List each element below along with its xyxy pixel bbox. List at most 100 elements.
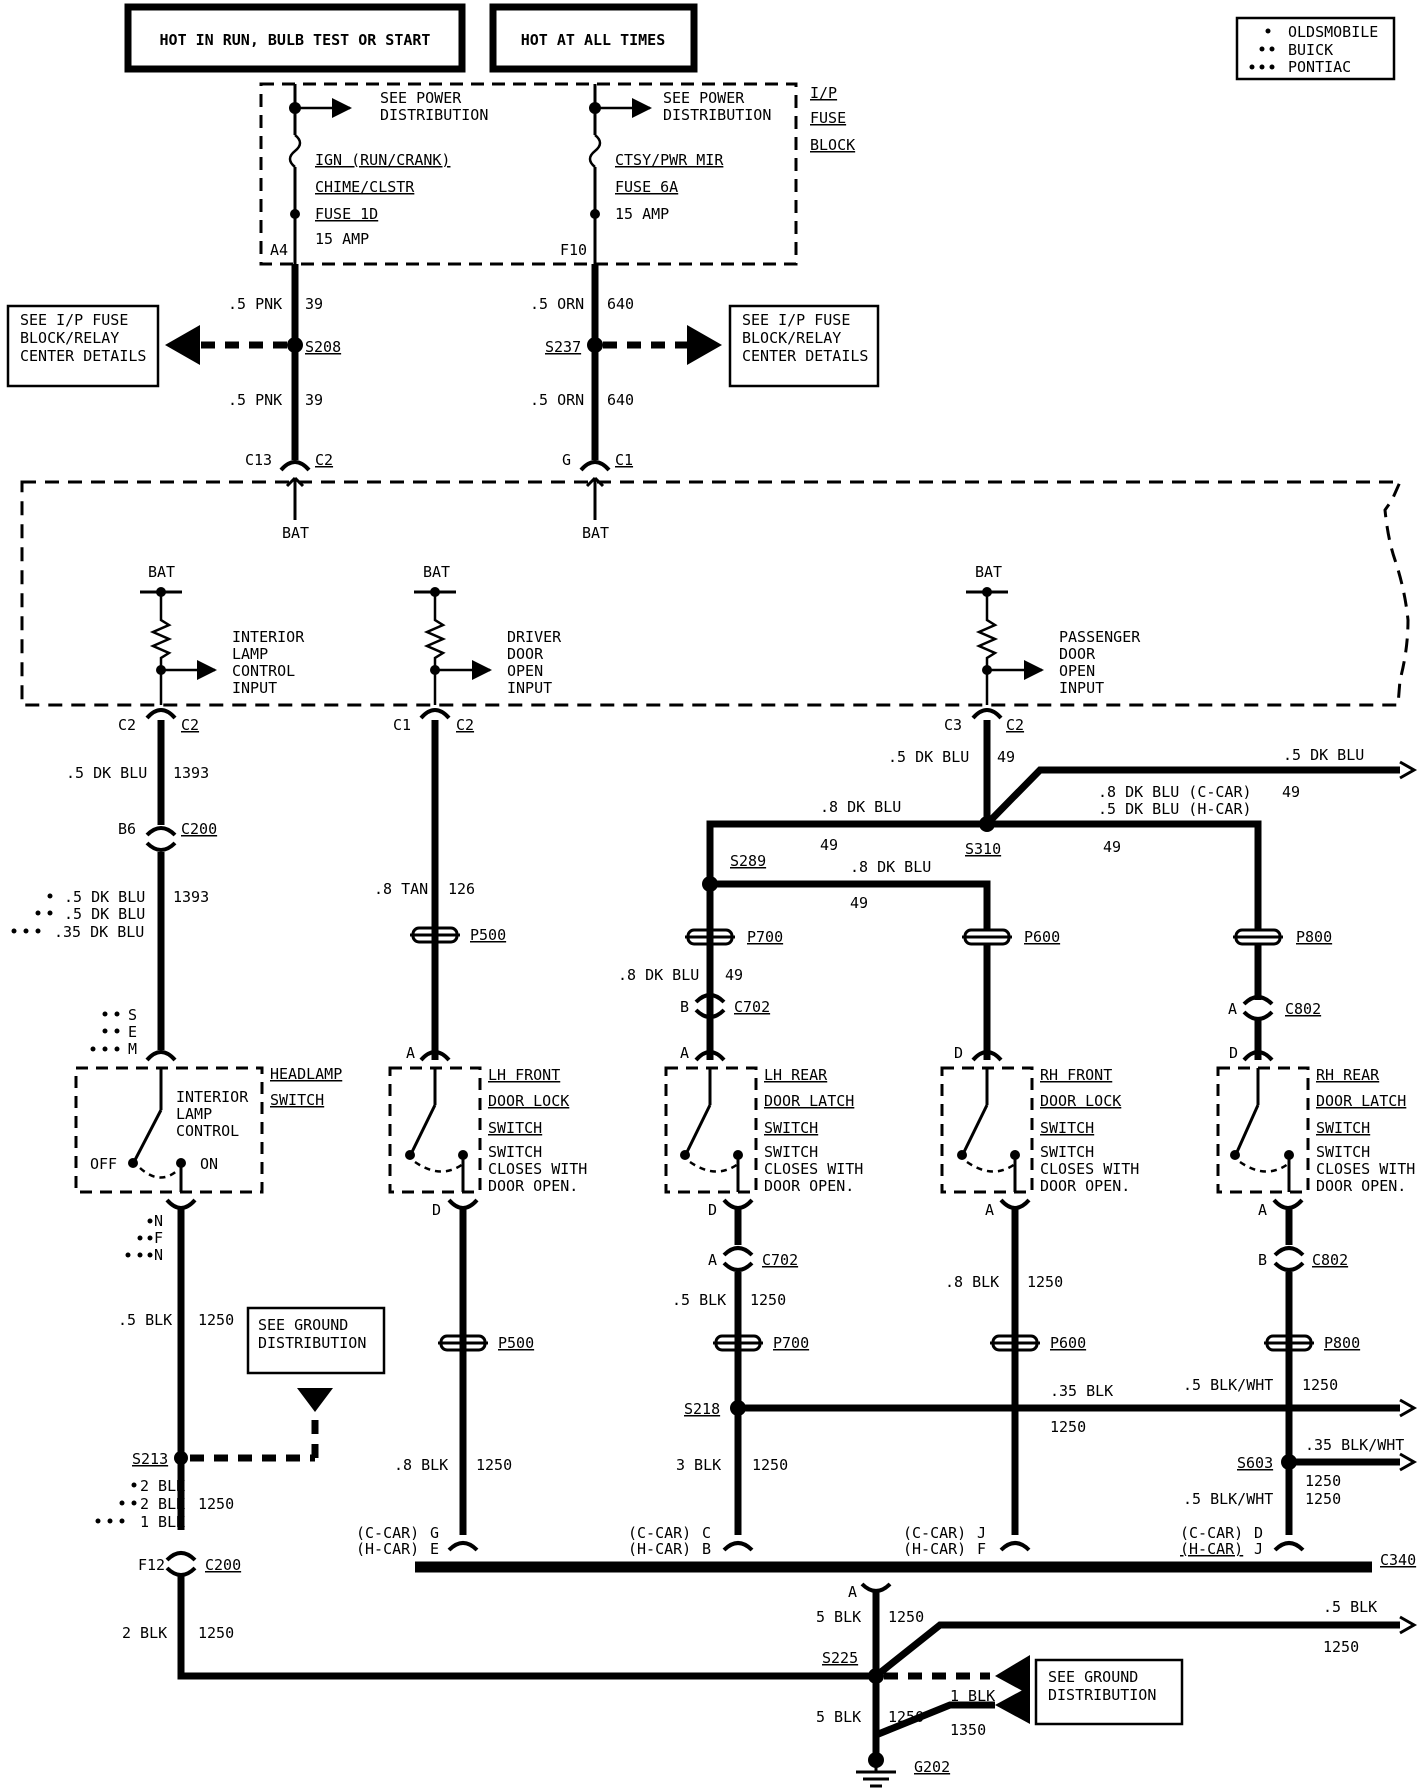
see-power-left-2: DISTRIBUTION: [380, 106, 488, 124]
wire-blk-left: .5 BLK: [118, 1311, 172, 1329]
wire-1250-out: 1250: [1323, 1638, 1359, 1656]
headlamp-switch-2: SWITCH: [270, 1091, 324, 1109]
headlamp-switch-1: HEADLAMP: [270, 1065, 342, 1083]
see-ground-top-1: SEE GROUND: [258, 1316, 348, 1334]
wire-49-e: 49: [850, 894, 868, 912]
lhr-title-2: DOOR LATCH: [764, 1092, 854, 1110]
wire-ccar: .8 DK BLU (C-CAR): [1098, 783, 1252, 801]
pin-s: S: [128, 1006, 137, 1024]
pin-d-rhf: D: [954, 1044, 963, 1062]
interior-input-circuit: BAT INTERIOR LAMP CONTROL INPUT: [140, 563, 305, 705]
pin-a-lhf: A: [406, 1044, 415, 1062]
wire-1blk: 1 BLK: [950, 1687, 995, 1705]
pin-c1: C1: [393, 716, 411, 734]
pin-c2-c: C2: [456, 716, 474, 734]
splice-s289: S289: [730, 852, 766, 870]
pin-c2-b: C2: [181, 716, 199, 734]
wire-1393-b: 1393: [173, 888, 209, 906]
alt-blk-2: 2 BLK: [140, 1495, 185, 1513]
wire-1250-h: 1250: [888, 1608, 924, 1626]
interior-control-1: INTERIOR: [176, 1088, 249, 1106]
splice-s218: S218: [684, 1400, 720, 1418]
driver-input-2: DOOR: [507, 645, 544, 663]
see-ground-bottom-1: SEE GROUND: [1048, 1668, 1138, 1686]
fuse-left-line-3: FUSE 1D: [315, 205, 378, 223]
ground-g202: G202: [914, 1758, 950, 1776]
rhr-note-2: CLOSES WITH: [1316, 1160, 1415, 1178]
pin-n-b: N: [154, 1246, 163, 1264]
pin-d-lhr: D: [708, 1201, 717, 1219]
pin-e: E: [128, 1023, 137, 1041]
see-power-right-1: SEE POWER: [663, 89, 745, 107]
c340-p2-b: B: [702, 1540, 711, 1558]
interior-input-3: CONTROL: [232, 662, 295, 680]
fuse-block-label-1: I/P: [810, 84, 837, 102]
rhf-note-2: CLOSES WITH: [1040, 1160, 1139, 1178]
splice-s237: S237: [545, 338, 581, 356]
c340-p4-b: J: [1254, 1540, 1263, 1558]
alt-wire-3: .35 DK BLU: [54, 923, 144, 941]
wire-1250-b: 1250: [750, 1291, 786, 1309]
wire-dkblu-out: .5 DK BLU: [1283, 746, 1364, 764]
bat-label-2: BAT: [582, 524, 609, 542]
passenger-input-3: OPEN: [1059, 662, 1095, 680]
c340-p1-a: G: [430, 1524, 439, 1542]
lhr-note-1: SWITCH: [764, 1143, 818, 1161]
pin-a-c702b: A: [708, 1251, 717, 1269]
legend-box: OLDSMOBILE BUICK PONTIAC: [1235, 16, 1396, 81]
lhf-note-1: SWITCH: [488, 1143, 542, 1161]
c340-hcar-1: (H-CAR): [356, 1540, 419, 1558]
p500-bottom: P500: [498, 1334, 534, 1352]
lh-rear-switch: A LH REAR DOOR LATCH SWITCH SWITCH CLOSE…: [664, 1044, 1418, 1535]
interior-input-1: INTERIOR: [232, 628, 305, 646]
pin-f: F: [154, 1229, 163, 1247]
fuse-left-line-4: 15 AMP: [315, 230, 369, 248]
wire-1250-d: 1250: [1027, 1273, 1063, 1291]
wire-pnk-bottom: .5 PNK: [228, 391, 282, 409]
wire-1250-left-b: 1250: [198, 1495, 234, 1513]
c340-hcar-2: (H-CAR): [628, 1540, 691, 1558]
fuse-block-label-2: FUSE: [810, 109, 846, 127]
c340-p3-a: J: [977, 1524, 986, 1542]
c340-ccar-3: (C-CAR): [903, 1524, 966, 1542]
wire-1393-a: 1393: [173, 764, 209, 782]
wire-1250-s218: 1250: [1050, 1418, 1086, 1436]
rhf-note-1: SWITCH: [1040, 1143, 1094, 1161]
wire-1250-left-a: 1250: [198, 1311, 234, 1329]
lhr-note-2: CLOSES WITH: [764, 1160, 863, 1178]
pin-b-c802b: B: [1258, 1251, 1267, 1269]
pin-a-rhf: A: [985, 1201, 994, 1219]
lhr-note-3: DOOR OPEN.: [764, 1177, 854, 1195]
lh-front-column: .8 TAN 126 P500 A LH FRONT DOOR LOCK SWI…: [374, 720, 587, 1535]
splice-s225: S225: [822, 1649, 858, 1667]
legend-pontiac: PONTIAC: [1288, 58, 1351, 76]
driver-input-4: INPUT: [507, 679, 552, 697]
c802-top: C802: [1285, 1000, 1321, 1018]
see-ip-right-2: BLOCK/RELAY: [742, 329, 841, 347]
wire-49-d: 49: [1103, 838, 1121, 856]
rhr-note-1: SWITCH: [1316, 1143, 1370, 1161]
rhf-title-1: RH FRONT: [1040, 1066, 1112, 1084]
left-column: .5 DK BLU 1393 B6 C200 .5 DK BLU .5 DK B…: [11, 720, 870, 1680]
wire-1250-a: 1250: [476, 1456, 512, 1474]
bat-label-5: BAT: [975, 563, 1002, 581]
pin-b-c702: B: [680, 998, 689, 1016]
wire-05blk-lhr: .5 BLK: [672, 1291, 726, 1309]
switch-on: ON: [200, 1155, 218, 1173]
interior-control-2: LAMP: [176, 1105, 212, 1123]
wire-orn-top: .5 ORN: [530, 295, 584, 313]
conn-c2-top: C2: [315, 451, 333, 469]
lhf-title-1: LH FRONT: [488, 1066, 560, 1084]
fuse-right-line-2: FUSE 6A: [615, 178, 678, 196]
wire-1250-e: 1250: [1302, 1376, 1338, 1394]
see-ip-left-2: BLOCK/RELAY: [20, 329, 119, 347]
splice-s310: S310: [965, 840, 1001, 858]
fuse-left-line-1: IGN (RUN/CRANK): [315, 151, 450, 169]
wire-035blk: .35 BLK: [1050, 1382, 1113, 1400]
conn-g: G: [562, 451, 571, 469]
pin-a-c802: A: [1228, 1000, 1237, 1018]
wire-5blk-b: 5 BLK: [816, 1708, 861, 1726]
wire-49-b: 49: [820, 836, 838, 854]
wire-05blk-out: .5 BLK: [1323, 1598, 1377, 1616]
rhf-note-3: DOOR OPEN.: [1040, 1177, 1130, 1195]
